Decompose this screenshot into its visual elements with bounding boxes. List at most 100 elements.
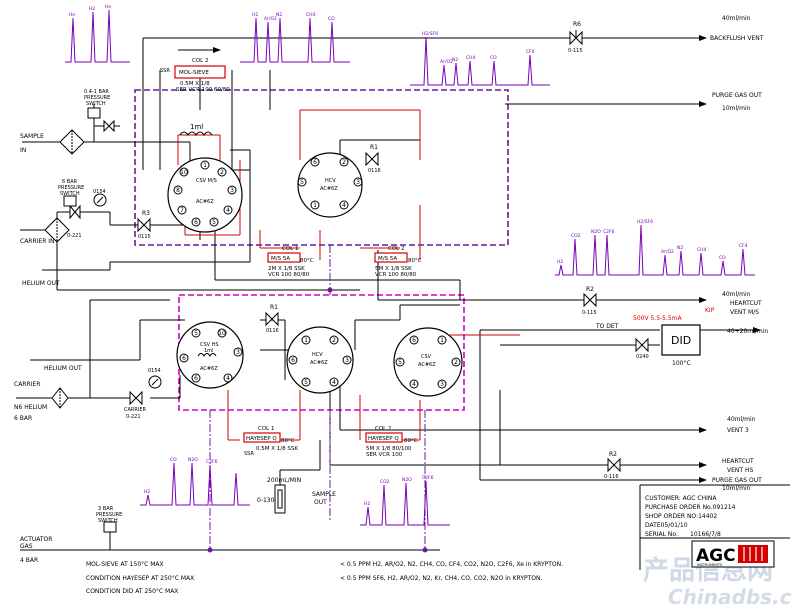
- svg-text:HAYESEP Q: HAYESEP Q: [246, 436, 277, 442]
- svg-text:1: 1: [313, 202, 317, 209]
- svg-text:0154: 0154: [93, 189, 106, 195]
- check-valve-upper: [103, 119, 115, 133]
- svg-text:0-221: 0-221: [67, 233, 82, 239]
- svg-text:AC#6Z: AC#6Z: [310, 360, 328, 366]
- needle-valve-0240[interactable]: [635, 337, 649, 353]
- column-ms5a-1: COL 1 M/S 5A 80°C 2M X 1/8 SSK VCR 100 8…: [267, 246, 314, 278]
- svg-text:0-115: 0-115: [582, 310, 597, 316]
- peak-label: H2: [144, 489, 150, 495]
- svg-text:2M X 1/8 SSK: 2M X 1/8 SSK: [268, 266, 305, 272]
- gauge-0154b: [148, 375, 162, 389]
- column-hayesep-2: COL 2 HAYESEP Q 80°C 5M X 1/8 80/100 SER…: [365, 426, 418, 458]
- svg-text:0115: 0115: [138, 234, 151, 240]
- svg-text:80°C: 80°C: [408, 258, 422, 264]
- needle-valve-r3[interactable]: [137, 217, 151, 233]
- needle-valve-r2-upper[interactable]: [583, 292, 597, 308]
- purge1-flow: 10ml/min: [722, 105, 751, 112]
- svg-text:PRESSURE: PRESSURE: [96, 512, 122, 518]
- svg-text:1: 1: [203, 162, 207, 169]
- peak-label: H2: [252, 12, 258, 18]
- did-detector[interactable]: DID 100°C 500V 5.5-5.5mA KIP TO DET: [595, 307, 715, 367]
- svg-text:R1: R1: [370, 144, 378, 151]
- regulator-lower[interactable]: [129, 390, 143, 406]
- condition-2: CONDITION HAYESEP AT 250°C MAX: [86, 575, 194, 582]
- peak-label: CF4: [739, 243, 748, 249]
- svg-text:0116: 0116: [266, 328, 279, 334]
- svg-text:0154: 0154: [148, 368, 161, 374]
- regulator-upper[interactable]: [69, 204, 81, 220]
- svg-text:CARRIER IN: CARRIER IN: [20, 238, 55, 245]
- column-hayesep-1: COL 1 HAYESEP Q 80°C 0.5M X 1/8 SSK: [243, 426, 298, 452]
- needle-valve-r1-upper[interactable]: [365, 151, 379, 167]
- svg-text:6: 6: [182, 355, 186, 362]
- needle-valve-r2-lower[interactable]: [607, 457, 621, 473]
- black-lines: [16, 35, 761, 551]
- title-block: CUSTOMER: AGC CHINA PURCHASE ORDER No.09…: [639, 484, 790, 570]
- column-ms5a-2: COL 2 M/S 5A 80°C 5M X 1/8 SSK VCR 100 8…: [374, 246, 422, 278]
- svg-text:SSR: SSR: [244, 451, 254, 457]
- svg-text:SWITCH: SWITCH: [60, 191, 80, 197]
- svg-text:500V 5.5-5.5mA: 500V 5.5-5.5mA: [633, 315, 683, 322]
- peak-label: He: [69, 12, 75, 18]
- svg-text:6: 6: [291, 357, 295, 364]
- peak-label: Ar/O2: [264, 16, 277, 22]
- valve-csv-hs[interactable]: 5 10 3 4 6 6 CSV HS AC#6Z 1ml: [176, 321, 244, 389]
- svg-text:80°C: 80°C: [300, 258, 314, 264]
- svg-text:5: 5: [194, 330, 198, 337]
- peak-label: CO: [490, 55, 497, 61]
- svg-text:R2: R2: [609, 451, 617, 458]
- svg-text:3 BAR: 3 BAR: [98, 506, 114, 512]
- svg-text:COL 1: COL 1: [282, 246, 298, 252]
- backflush-name: BACKFLUSH VENT: [710, 35, 764, 42]
- svg-text:CARRIER: CARRIER: [14, 381, 40, 388]
- svg-text:OUT: OUT: [314, 499, 327, 506]
- svg-text:3: 3: [345, 357, 349, 364]
- svg-text:5: 5: [398, 359, 402, 366]
- peak-label: CO2: [571, 233, 581, 239]
- svg-text:SERIAL No.: SERIAL No.: [645, 531, 678, 538]
- peak-label: C2F6: [206, 459, 218, 465]
- needle-valve-r1-lower[interactable]: [265, 311, 279, 327]
- svg-text:0240: 0240: [636, 354, 649, 360]
- svg-text:TO DET: TO DET: [595, 323, 619, 330]
- valve-csv-ms[interactable]: 1 2 3 4 5 6 7 8 10 CSV M/S AC#6Z: [167, 157, 243, 233]
- svg-text:IN: IN: [20, 147, 26, 154]
- valve-csv-lower[interactable]: 6 1 2 3 4 5 CSV AC#6Z: [393, 327, 463, 397]
- svg-text:MOL-SIEVE: MOL-SIEVE: [179, 70, 209, 76]
- filter-carrier-lower: [51, 387, 69, 409]
- svg-text:CUSTOMER: AGC CHINA: CUSTOMER: AGC CHINA: [645, 495, 717, 502]
- svg-text:COL 2: COL 2: [388, 246, 404, 252]
- svg-text:0.4-1 BAR: 0.4-1 BAR: [84, 89, 109, 95]
- chromatogram-trace: [65, 9, 130, 63]
- svg-text:4: 4: [412, 381, 416, 388]
- svg-text:0.5M X 1/8: 0.5M X 1/8: [180, 81, 210, 87]
- svg-text:6 BAR: 6 BAR: [14, 415, 32, 422]
- valve-hcv-lower[interactable]: 1 2 3 4 5 6 HCV AC#6Z: [286, 326, 354, 394]
- valve-hcv-upper[interactable]: 6 2 3 4 1 5 HCV AC#6Z: [297, 152, 363, 218]
- peak-label: N2: [677, 245, 683, 251]
- svg-text:4: 4: [342, 202, 346, 209]
- svg-text:SER VCR 100 60/80: SER VCR 100 60/80: [176, 87, 230, 93]
- heartcut-hs-name2: VENT HS: [727, 467, 753, 474]
- peak-label: CF4: [526, 49, 535, 55]
- spec-1: < 0.5 PPM H2, AR/O2, N2, CH4, CO, CF4, C…: [340, 561, 563, 568]
- svg-text:M/S 5A: M/S 5A: [378, 256, 397, 262]
- svg-text:3: 3: [440, 381, 444, 388]
- svg-text:200mL/MIN: 200mL/MIN: [267, 477, 301, 484]
- svg-text:SAMPLE: SAMPLE: [312, 491, 336, 498]
- purple-lines: [209, 245, 426, 550]
- peak-label: CH4: [466, 55, 476, 61]
- svg-text:6: 6: [194, 219, 198, 226]
- svg-text:R1: R1: [270, 304, 278, 311]
- needle-valve-r6[interactable]: [569, 30, 583, 46]
- svg-text:10: 10: [180, 169, 188, 176]
- svg-text:HELIUM OUT: HELIUM OUT: [22, 280, 60, 287]
- agc-logo: AGC INSTRUMENTS: [691, 540, 775, 568]
- peak-label: CO: [719, 255, 726, 261]
